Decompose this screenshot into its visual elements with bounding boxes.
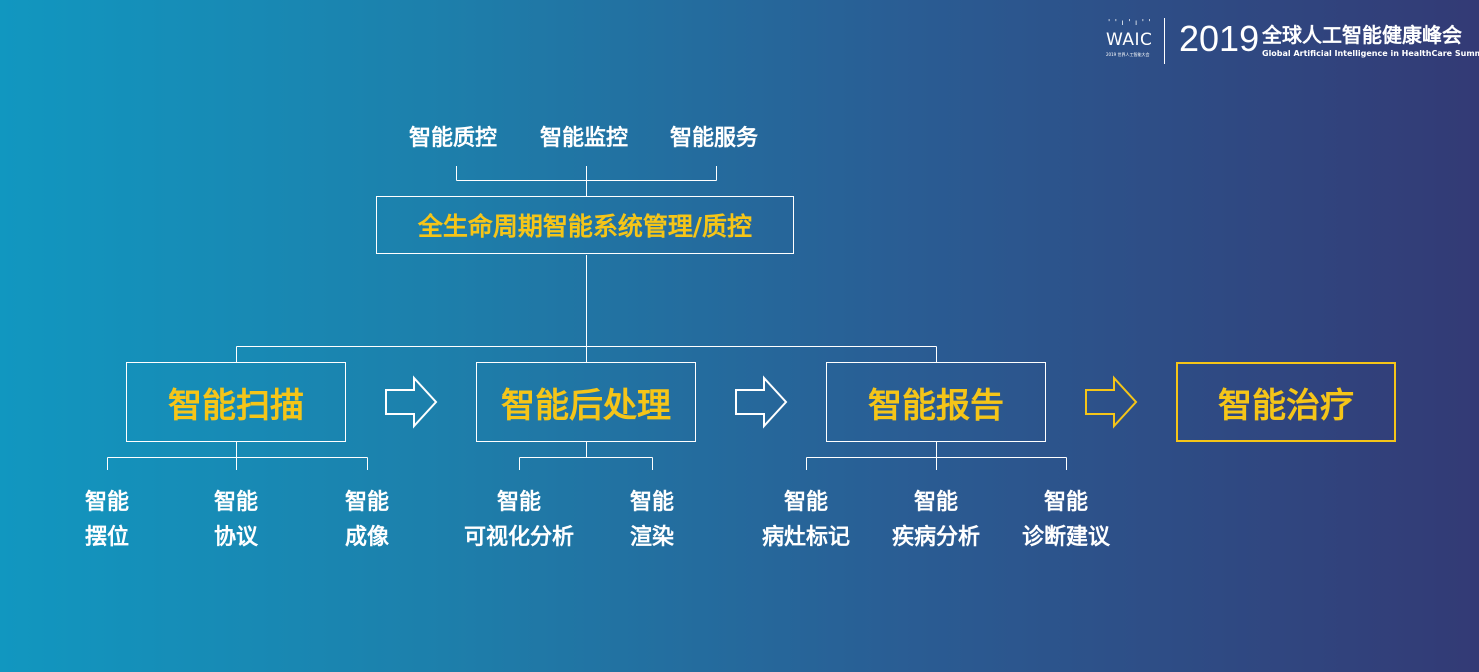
summit-title-cn: 全球人工智能健康峰会 (1262, 23, 1462, 47)
top-item-service: 智能服务 (670, 126, 759, 151)
top-item-quality-control: 智能质控 (409, 126, 498, 151)
sub-item-line2: 病灶标记 (761, 525, 850, 550)
stage-box-treatment: 智能治疗 (1176, 362, 1396, 442)
stage-box-post-processing: 智能后处理 (476, 362, 696, 442)
lifecycle-management-label: 全生命周期智能系统管理/质控 (417, 212, 753, 241)
sub-item-line1: 智能 (629, 490, 674, 515)
sub-item-line1: 智能 (1043, 490, 1088, 515)
stage-box-scanning: 智能扫描 (126, 362, 346, 442)
summit-year: 2019 (1179, 18, 1260, 59)
sub-item-positioning: 智能 摆位 (27, 485, 187, 555)
sub-item-visual-analysis: 智能 可视化分析 (439, 485, 599, 555)
sub-item-line1: 智能 (84, 490, 129, 515)
waic-logo-dots: ' ' ı ' ı ' ' (1108, 18, 1152, 27)
sub-item-line2: 成像 (344, 525, 389, 550)
sub-item-line1: 智能 (783, 490, 828, 515)
sub-item-line1: 智能 (496, 490, 541, 515)
stage-label: 智能报告 (868, 385, 1004, 426)
arrow-right-outline-icon (1084, 375, 1138, 429)
arrow-right-outline-icon (384, 375, 438, 429)
logo-divider (1164, 18, 1165, 64)
stage-label: 智能扫描 (168, 385, 304, 426)
sub-item-line2: 协议 (213, 525, 258, 550)
sub-item-line2: 诊断建议 (1021, 525, 1110, 550)
sub-item-line2: 可视化分析 (463, 525, 574, 550)
stage-label: 智能后处理 (501, 385, 671, 426)
sub-item-line2: 渲染 (629, 525, 674, 550)
stage-box-report: 智能报告 (826, 362, 1046, 442)
stage-label: 智能治疗 (1218, 385, 1354, 426)
sub-item-rendering: 智能 渲染 (572, 485, 732, 555)
waic-logo-text: WAIC (1106, 30, 1153, 50)
sub-item-imaging: 智能 成像 (287, 485, 447, 555)
sub-item-line1: 智能 (913, 490, 958, 515)
sub-item-line1: 智能 (344, 490, 389, 515)
waic-logo: ' ' ı ' ı ' ' WAIC 2019 世界人工智能大会 (1106, 18, 1156, 62)
top-item-monitoring: 智能监控 (540, 126, 629, 151)
sub-item-line2: 疾病分析 (891, 525, 980, 550)
sub-item-line2: 摆位 (84, 525, 129, 550)
sub-item-disease-analysis: 智能 疾病分析 (856, 485, 1016, 555)
arrow-right-outline-icon (734, 375, 788, 429)
sub-item-line1: 智能 (213, 490, 258, 515)
lifecycle-management-box: 全生命周期智能系统管理/质控 (376, 196, 794, 254)
sub-item-diagnosis-suggestion: 智能 诊断建议 (986, 485, 1146, 555)
sub-item-lesion-marking: 智能 病灶标记 (726, 485, 886, 555)
waic-logo-subtext: 2019 世界人工智能大会 (1106, 52, 1150, 57)
summit-title-en: Global Artificial Intelligence in Health… (1262, 49, 1479, 58)
sub-item-protocol: 智能 协议 (156, 485, 316, 555)
